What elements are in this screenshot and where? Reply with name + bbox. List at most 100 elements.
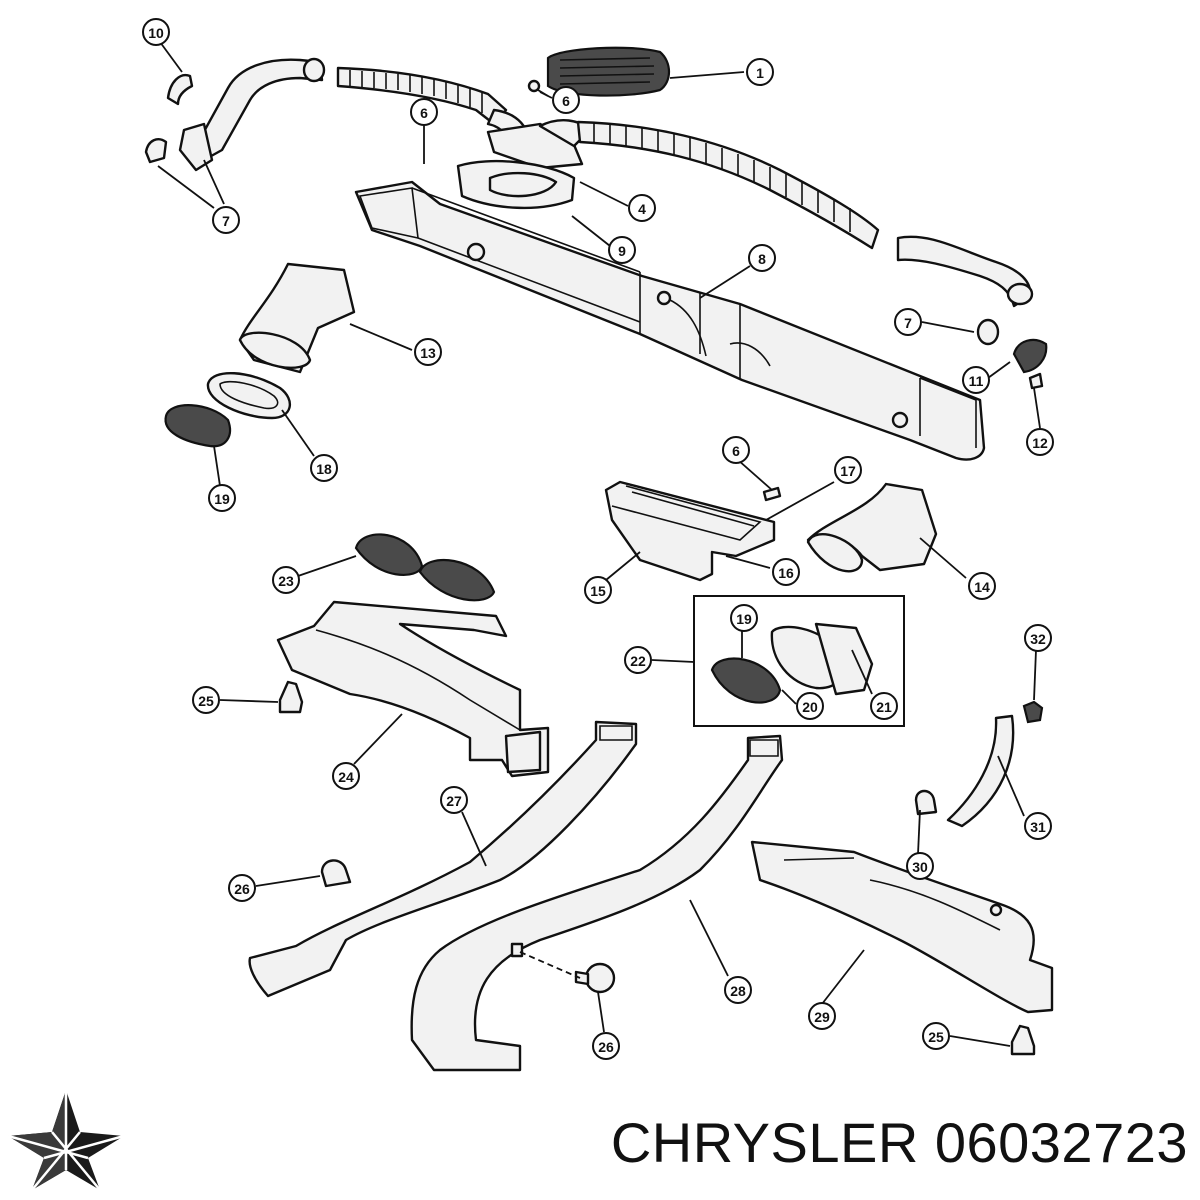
callout-circle (440, 786, 468, 814)
callout-number: 19 (214, 491, 230, 507)
callout-circle (922, 1022, 950, 1050)
callout-number: 29 (814, 1009, 830, 1025)
part-26-clip-upper (320, 859, 352, 888)
callout-21: 21 (870, 692, 898, 720)
part-10-vent-bezel (166, 73, 194, 106)
callout-12: 12 (1026, 428, 1054, 456)
corrugated-hose-right (576, 120, 880, 250)
chrysler-pentastar-icon (7, 1090, 125, 1191)
part-4-9-defrost-outlet (456, 159, 576, 210)
callout-number: 26 (598, 1039, 614, 1055)
part-32-nut (1022, 700, 1044, 724)
callout-6: 6 (410, 98, 438, 126)
callout-14: 14 (968, 572, 996, 600)
part-31-bracket (946, 714, 1015, 828)
brand-name: CHRYSLER (610, 1111, 919, 1174)
callout-29: 29 (808, 1002, 836, 1030)
callout-22: 22 (624, 646, 652, 674)
callout-7: 7 (212, 206, 240, 234)
callout-circle (748, 244, 776, 272)
callout-circle (142, 18, 170, 46)
callout-4: 4 (628, 194, 656, 222)
callout-number: 18 (316, 461, 332, 477)
callout-circle (410, 98, 438, 126)
callout-25: 25 (192, 686, 220, 714)
right-defrost-hose (896, 235, 1034, 308)
callout-circle (724, 976, 752, 1004)
callout-circle (628, 194, 656, 222)
part-28-floor-duct (410, 734, 784, 1072)
callout-number: 7 (222, 213, 230, 229)
callout-number: 22 (630, 653, 646, 669)
callout-number: 10 (148, 25, 164, 41)
callout-26: 26 (228, 874, 256, 902)
callout-16: 16 (772, 558, 800, 586)
callout-circle (834, 456, 862, 484)
part-7-clip-left (144, 138, 168, 164)
callout-number: 14 (974, 579, 990, 595)
callout-19: 19 (208, 484, 236, 512)
part-14-side-duct (806, 482, 938, 573)
callout-number: 6 (420, 105, 428, 121)
callout-number: 25 (928, 1029, 944, 1045)
part-25-clip-left (278, 680, 304, 714)
callout-circle (870, 692, 898, 720)
callout-number: 9 (618, 243, 626, 259)
callout-18: 18 (310, 454, 338, 482)
callout-17: 17 (834, 456, 862, 484)
callout-circle (1026, 428, 1054, 456)
callout-1: 1 (746, 58, 774, 86)
part-19-vent-louver (164, 404, 232, 448)
callout-9: 9 (608, 236, 636, 264)
callout-number: 19 (736, 611, 752, 627)
callout-number: 30 (912, 859, 928, 875)
callout-circle (414, 338, 442, 366)
part-18-gasket (206, 372, 291, 420)
callout-11: 11 (962, 366, 990, 394)
callout-circle (584, 576, 612, 604)
callout-6: 6 (552, 86, 580, 114)
callout-28: 28 (724, 976, 752, 1004)
part-25-clip-right (1010, 1024, 1036, 1056)
callout-circle (272, 566, 300, 594)
callout-number: 7 (904, 315, 912, 331)
callout-circle (968, 572, 996, 600)
callout-number: 13 (420, 345, 436, 361)
part-30-clip (914, 789, 938, 816)
callout-27: 27 (440, 786, 468, 814)
callout-number: 27 (446, 793, 462, 809)
callout-number: 12 (1032, 435, 1048, 451)
part-24-lower-duct (276, 600, 550, 778)
callout-7: 7 (894, 308, 922, 336)
callout-19: 19 (730, 604, 758, 632)
callout-24: 24 (332, 762, 360, 790)
callout-20: 20 (796, 692, 824, 720)
part-23-twin-louvers (354, 533, 496, 602)
callout-13: 13 (414, 338, 442, 366)
callout-circle (192, 686, 220, 714)
part-29-rear-duct (750, 840, 1054, 1014)
callout-number: 6 (732, 443, 740, 459)
callout-circle (730, 604, 758, 632)
callout-number: 28 (730, 983, 746, 999)
callout-circle (212, 206, 240, 234)
callout-circle (1024, 812, 1052, 840)
callout-10: 10 (142, 18, 170, 46)
callout-32: 32 (1024, 624, 1052, 652)
callout-26: 26 (592, 1032, 620, 1060)
callout-number: 11 (969, 373, 984, 389)
callout-circle (796, 692, 824, 720)
callout-number: 6 (562, 93, 570, 109)
callout-circle (608, 236, 636, 264)
callout-circle (228, 874, 256, 902)
part-22-outlet-kit (693, 595, 905, 727)
part-27-floor-duct (248, 720, 638, 998)
callout-circle (746, 58, 774, 86)
callout-number: 8 (758, 251, 766, 267)
callout-number: 24 (338, 769, 354, 785)
brand-part-number: CHRYSLER 06032723 (611, 1110, 1188, 1175)
left-defrost-hose (178, 57, 326, 172)
callout-number: 32 (1030, 631, 1046, 647)
